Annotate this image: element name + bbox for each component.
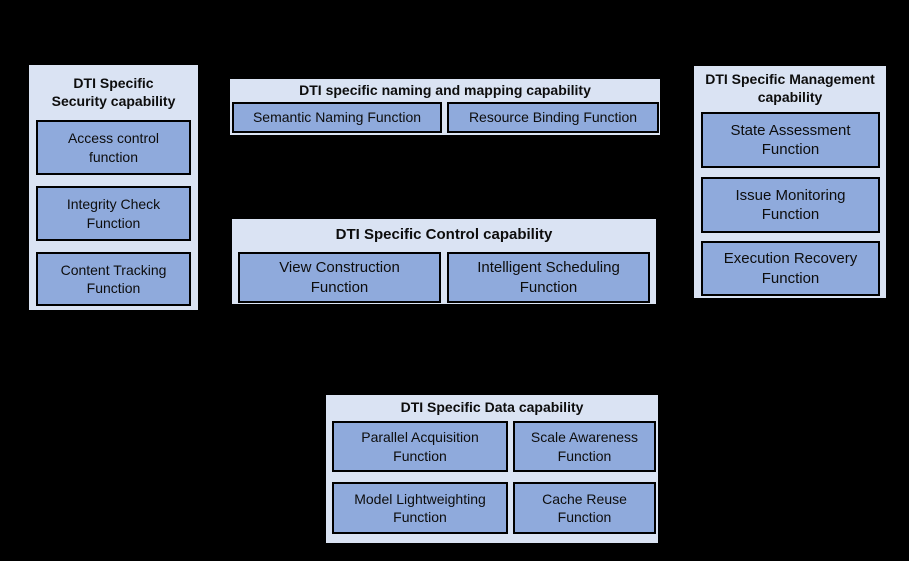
semantic-naming-function-box: Semantic Naming Function [232,102,442,133]
integrity-check-function-box: Integrity Check Function [36,186,191,241]
execution-recovery-function-box: Execution Recovery Function [701,241,880,296]
content-tracking-function-box: Content Tracking Function [36,252,191,306]
scale-awareness-function-box: Scale Awareness Function [513,421,656,472]
parallel-acquisition-function-box: Parallel Acquisition Function [332,421,508,472]
data-capability-container: DTI Specific Data capability Parallel Ac… [324,393,660,545]
state-assessment-function-box: State Assessment Function [701,112,880,168]
resource-binding-function-box: Resource Binding Function [447,102,659,133]
control-capability-title: DTI Specific Control capability [335,226,553,243]
issue-monitoring-function-box: Issue Monitoring Function [701,177,880,233]
intelligent-scheduling-function-box: Intelligent Scheduling Function [447,252,650,303]
management-capability-title: DTI Specific Management capability [705,71,875,105]
data-capability-title: DTI Specific Data capability [400,399,584,415]
cache-reuse-function-box: Cache Reuse Function [513,482,656,534]
model-lightweighting-function-box: Model Lightweighting Function [332,482,508,534]
view-construction-function-box: View Construction Function [238,252,441,303]
access-control-function-box: Access control function [36,120,191,175]
management-capability-container: DTI Specific Management capability State… [692,64,888,300]
naming-mapping-capability-title: DTI specific naming and mapping capabili… [299,82,591,98]
control-capability-container: DTI Specific Control capability View Con… [230,217,658,306]
security-capability-container: DTI Specific Security capability Access … [27,63,200,312]
naming-mapping-capability-container: DTI specific naming and mapping capabili… [228,77,662,137]
security-capability-title: DTI Specific Security capability [51,75,176,109]
